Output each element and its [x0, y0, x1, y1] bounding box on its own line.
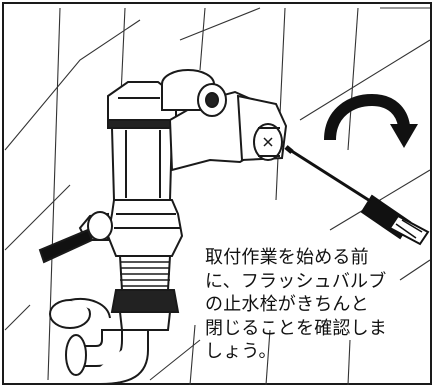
caption-line-3: の止水栓がきちんと	[205, 294, 369, 315]
clockwise-arrow-icon	[324, 93, 418, 148]
instruction-caption: 取付作業を始める前 に、フラッシュバルブ の止水栓がきちんと 閉じることを確認し…	[205, 246, 427, 364]
flush-valve	[38, 69, 288, 385]
screwdriver-icon	[284, 145, 430, 246]
caption-line-4: 閉じることを確認しま	[205, 317, 387, 339]
caption-line-1: 取付作業を始める前	[205, 247, 369, 268]
caption-line-2: に、フラッシュバルブ	[205, 270, 387, 292]
caption-line-5: しょう。	[205, 341, 277, 362]
